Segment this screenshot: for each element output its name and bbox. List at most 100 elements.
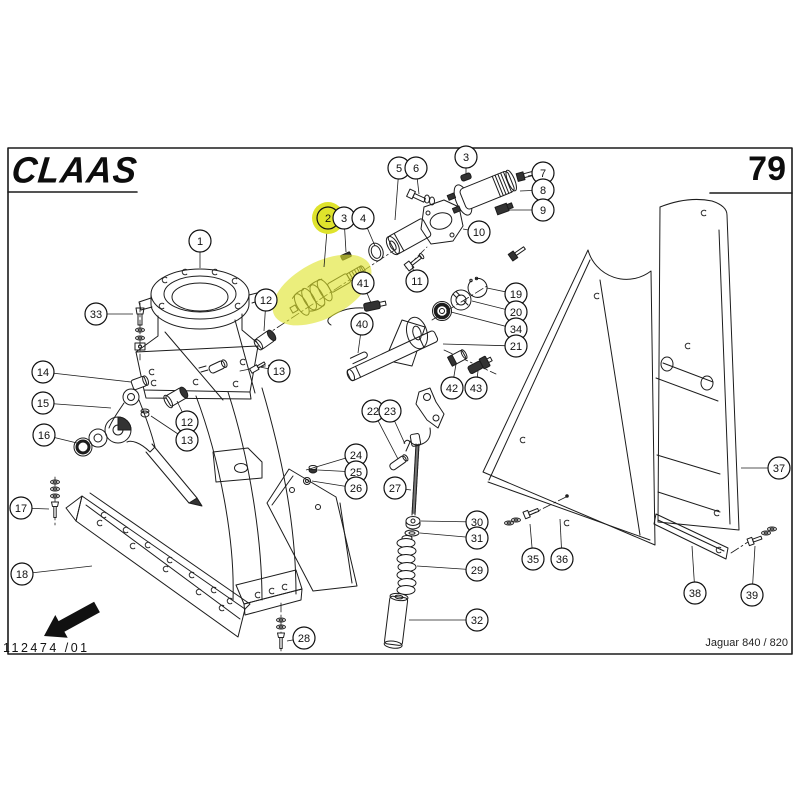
svg-text:26: 26 bbox=[350, 483, 362, 495]
callout-23[interactable]: 23 bbox=[378, 399, 406, 445]
model-label: Jaguar 840 / 820 bbox=[705, 637, 788, 649]
part-valve-group bbox=[340, 169, 535, 272]
page-number: 79 bbox=[748, 150, 786, 188]
svg-text:32: 32 bbox=[471, 615, 483, 627]
callout-21[interactable]: 21 bbox=[442, 334, 528, 358]
callout-31[interactable]: 31 bbox=[419, 526, 489, 550]
callout-4[interactable]: 4 bbox=[351, 206, 376, 247]
svg-text:16: 16 bbox=[38, 430, 50, 442]
svg-text:27: 27 bbox=[389, 483, 401, 495]
callout-9[interactable]: 9 bbox=[508, 198, 555, 222]
callout-15[interactable]: 15 bbox=[31, 391, 112, 415]
callout-6[interactable]: 6 bbox=[404, 156, 428, 195]
callout-43[interactable]: 43 bbox=[464, 370, 488, 400]
svg-text:10: 10 bbox=[473, 227, 485, 239]
callout-13[interactable]: 13 bbox=[259, 359, 291, 383]
callout-3[interactable]: 3 bbox=[332, 206, 356, 253]
callout-38[interactable]: 38 bbox=[683, 545, 707, 605]
svg-text:1: 1 bbox=[197, 236, 203, 248]
callout-33[interactable]: 33 bbox=[84, 302, 133, 326]
callout-7[interactable]: 7 bbox=[527, 161, 555, 185]
callout-29[interactable]: 29 bbox=[416, 558, 489, 582]
part-shaft-assembly bbox=[346, 316, 493, 471]
svg-text:36: 36 bbox=[556, 554, 568, 566]
callout-40[interactable]: 40 bbox=[350, 312, 374, 354]
callout-12[interactable]: 12 bbox=[254, 288, 278, 332]
svg-text:43: 43 bbox=[470, 383, 482, 395]
callout-35[interactable]: 35 bbox=[521, 523, 545, 571]
callout-32[interactable]: 32 bbox=[409, 608, 489, 632]
svg-text:28: 28 bbox=[298, 633, 310, 645]
callout-13[interactable]: 13 bbox=[150, 415, 199, 452]
callout-27[interactable]: 27 bbox=[383, 476, 412, 500]
svg-text:11: 11 bbox=[411, 276, 422, 288]
part-bushing-12 bbox=[249, 329, 277, 374]
svg-text:34: 34 bbox=[510, 324, 522, 336]
svg-text:9: 9 bbox=[540, 205, 546, 217]
svg-text:2: 2 bbox=[325, 213, 331, 225]
part-panel-36 bbox=[482, 249, 656, 546]
part-bearing-group bbox=[432, 276, 488, 321]
svg-text:25: 25 bbox=[350, 467, 362, 479]
svg-text:21: 21 bbox=[510, 341, 522, 353]
callout-1[interactable]: 1 bbox=[188, 229, 212, 268]
callout-26[interactable]: 26 bbox=[311, 476, 368, 500]
callout-34[interactable]: 34 bbox=[450, 311, 528, 341]
svg-text:4: 4 bbox=[360, 213, 366, 225]
callout-3[interactable]: 3 bbox=[454, 145, 478, 175]
callout-16[interactable]: 16 bbox=[32, 423, 78, 447]
callout-17[interactable]: 17 bbox=[9, 496, 50, 520]
part-bolt-33 bbox=[134, 307, 146, 351]
svg-text:13: 13 bbox=[273, 366, 285, 378]
callout-11[interactable]: 11 bbox=[405, 265, 429, 293]
callout-41[interactable]: 41 bbox=[351, 271, 375, 304]
callout-18[interactable]: 18 bbox=[10, 562, 93, 586]
svg-text:14: 14 bbox=[37, 367, 49, 379]
svg-text:24: 24 bbox=[350, 450, 362, 462]
callout-8[interactable]: 8 bbox=[519, 178, 555, 202]
callout-39[interactable]: 39 bbox=[740, 545, 764, 607]
svg-text:31: 31 bbox=[471, 533, 483, 545]
part-cable bbox=[327, 300, 387, 365]
svg-text:7: 7 bbox=[540, 168, 546, 180]
callout-12[interactable]: 12 bbox=[175, 400, 199, 434]
callout-30[interactable]: 30 bbox=[420, 510, 489, 534]
document-number: 112474 /01 bbox=[3, 641, 90, 655]
highlight-marker bbox=[272, 254, 372, 326]
svg-text:12: 12 bbox=[260, 295, 272, 307]
callout-36[interactable]: 36 bbox=[550, 518, 574, 571]
svg-text:3: 3 bbox=[341, 213, 347, 225]
callout-37[interactable]: 37 bbox=[741, 456, 791, 480]
svg-text:41: 41 bbox=[357, 278, 369, 290]
svg-text:6: 6 bbox=[413, 163, 419, 175]
svg-text:22: 22 bbox=[367, 406, 379, 418]
callout-42[interactable]: 42 bbox=[440, 363, 464, 400]
part-lever-group bbox=[73, 375, 203, 507]
svg-text:13: 13 bbox=[181, 435, 193, 447]
part-spring-group bbox=[383, 433, 422, 649]
part-blade bbox=[65, 492, 251, 638]
svg-text:30: 30 bbox=[471, 517, 483, 529]
svg-text:20: 20 bbox=[510, 307, 522, 319]
svg-text:8: 8 bbox=[540, 185, 546, 197]
svg-text:15: 15 bbox=[37, 398, 49, 410]
direction-arrow bbox=[44, 601, 100, 638]
part-shield-plate bbox=[266, 465, 358, 592]
callout-28[interactable]: 28 bbox=[286, 626, 316, 650]
page-frame bbox=[7, 147, 793, 655]
svg-text:39: 39 bbox=[746, 590, 758, 602]
brand-logo: CLAAS bbox=[9, 150, 140, 191]
svg-text:3: 3 bbox=[463, 152, 469, 164]
svg-text:29: 29 bbox=[471, 565, 483, 577]
svg-text:38: 38 bbox=[689, 588, 701, 600]
callout-10[interactable]: 10 bbox=[462, 220, 491, 244]
part-housing-funnel bbox=[135, 268, 303, 649]
svg-text:23: 23 bbox=[384, 406, 396, 418]
callout-14[interactable]: 14 bbox=[31, 360, 132, 384]
svg-text:17: 17 bbox=[15, 503, 27, 515]
callout-19[interactable]: 19 bbox=[486, 282, 528, 306]
svg-text:19: 19 bbox=[510, 289, 522, 301]
svg-text:37: 37 bbox=[773, 463, 785, 475]
